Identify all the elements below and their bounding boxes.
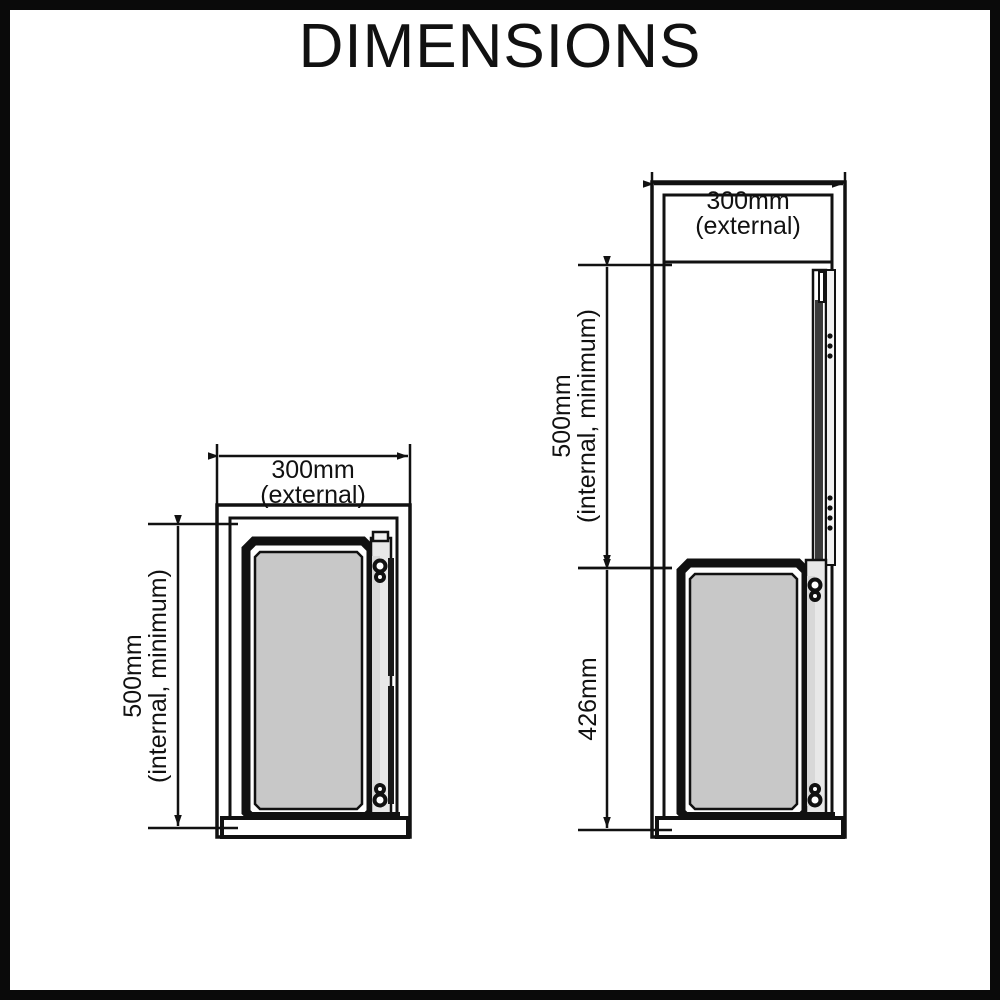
front-width-dimension: 300mm (external) bbox=[208, 444, 412, 512]
front-upper-hinge-icon bbox=[372, 558, 388, 583]
front-height-label-line1: 500mm bbox=[119, 634, 147, 717]
page-title: DIMENSIONS bbox=[298, 12, 702, 81]
front-lower-hinge-icon bbox=[372, 783, 388, 808]
side-upper-hinge-icon bbox=[807, 577, 823, 602]
side-appliance-body bbox=[676, 558, 811, 825]
side-width-label-line1: 300mm bbox=[706, 187, 789, 215]
front-height-label-line2: (internal, minimum) bbox=[144, 569, 172, 783]
front-view-group: 300mm (external) 500mm (internal, minimu… bbox=[119, 444, 412, 839]
side-height-label-line2: (internal, minimum) bbox=[573, 309, 601, 523]
front-height-dimension: 500mm (internal, minimum) bbox=[119, 515, 238, 830]
side-upper-hinge-rail bbox=[811, 268, 836, 567]
side-base-plinth bbox=[655, 812, 845, 839]
side-height-label-line1: 500mm bbox=[548, 374, 576, 457]
front-hinge-column bbox=[369, 530, 394, 824]
side-lower-hinge-icon bbox=[807, 783, 823, 808]
side-appliance-height-label: 426mm bbox=[574, 657, 602, 740]
side-width-dimension: 300mm (external) bbox=[643, 172, 847, 240]
front-appliance-body bbox=[241, 536, 376, 825]
side-view-group: 300mm (external) 500mm (internal, minimu… bbox=[548, 172, 847, 839]
side-width-label-line2: (external) bbox=[695, 212, 801, 240]
side-height-dimension: 500mm (internal, minimum) bbox=[548, 256, 672, 570]
front-base-plinth bbox=[220, 812, 410, 839]
side-appliance-height-dimension: 426mm bbox=[574, 559, 672, 832]
front-width-label-line2: (external) bbox=[260, 481, 366, 509]
front-width-label-line1: 300mm bbox=[271, 456, 354, 484]
side-hinge-column bbox=[804, 558, 828, 824]
